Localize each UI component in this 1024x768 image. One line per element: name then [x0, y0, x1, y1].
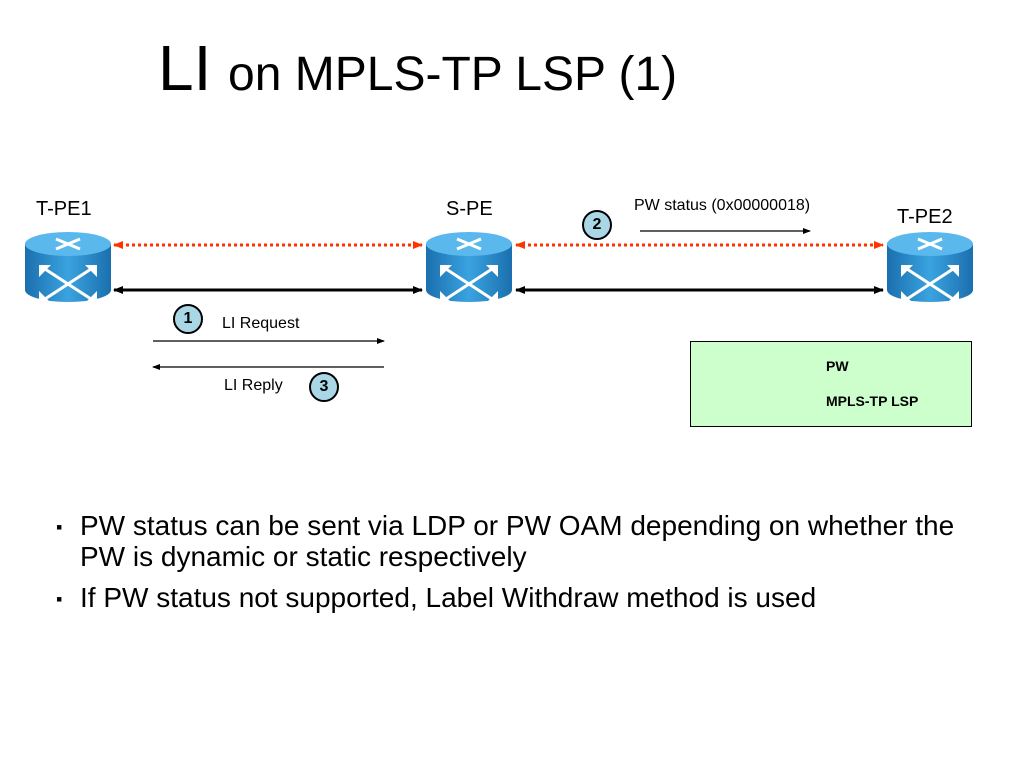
- bullet-text: PW status can be sent via LDP or PW OAM …: [80, 510, 955, 572]
- legend-lsp-label: MPLS-TP LSP: [826, 393, 919, 409]
- bullet-item: ▪ PW status can be sent via LDP or PW OA…: [56, 510, 976, 572]
- page-title: LI on MPLS-TP LSP (1): [158, 30, 677, 113]
- node-label-tpe1: T-PE1: [36, 198, 92, 220]
- bullet-list: ▪ PW status can be sent via LDP or PW OA…: [56, 510, 976, 623]
- title-lead: LI: [158, 32, 212, 104]
- pw-status-label: PW status (0x00000018): [634, 197, 811, 214]
- legend-pw-label: PW: [826, 358, 849, 374]
- bullet-text: If PW status not supported, Label Withdr…: [80, 582, 817, 613]
- node-label-tpe2: T-PE2: [897, 206, 953, 228]
- node-label-spe: S-PE: [446, 198, 493, 220]
- li-reply-label: LI Reply: [224, 377, 283, 394]
- step-badge-3: 3: [309, 372, 339, 402]
- bullet-square-icon: ▪: [56, 517, 63, 537]
- step-badge-1: 1: [173, 304, 203, 334]
- router-icon-spe: [426, 232, 512, 303]
- legend-box: PW MPLS-TP LSP: [690, 341, 972, 427]
- title-rest: on MPLS-TP LSP (1): [228, 48, 678, 101]
- router-icon-tpe1: [25, 232, 111, 303]
- router-icon-tpe2: [887, 232, 973, 303]
- li-request-label: LI Request: [222, 315, 300, 332]
- bullet-item: ▪ If PW status not supported, Label With…: [56, 582, 976, 613]
- bullet-square-icon: ▪: [56, 589, 63, 609]
- step-badge-2: 2: [582, 210, 612, 240]
